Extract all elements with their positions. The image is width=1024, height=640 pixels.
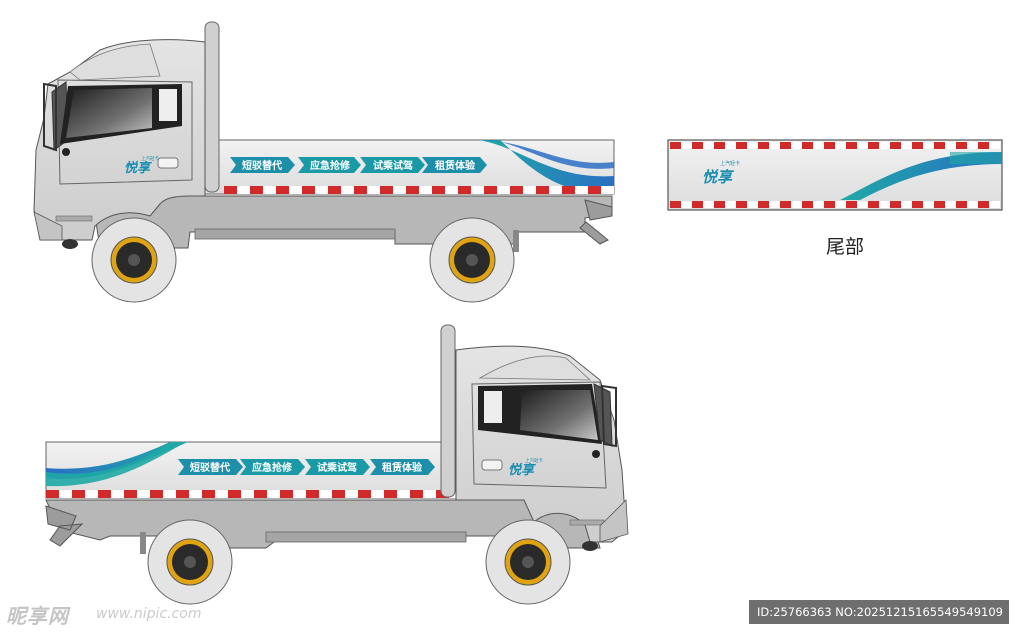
front-wheel [91, 217, 177, 303]
slogan-tag [178, 459, 243, 475]
slogan-tag [370, 459, 435, 475]
slogan-text: 短驳替代 [242, 159, 282, 172]
slogan-text: 租赁体验 [435, 159, 476, 172]
slogan-tag [305, 459, 370, 475]
front-wheel [485, 519, 571, 605]
side-skirt [265, 531, 467, 543]
cargo-wave [46, 442, 188, 480]
side-skirt [194, 228, 396, 240]
slogan-text: 短驳替代 [190, 461, 230, 474]
brand-small-text: 上汽轻卡 [141, 155, 159, 162]
cab-step [55, 215, 93, 222]
rear-wheel [429, 217, 515, 303]
cab-roof [478, 355, 592, 381]
front-bumper [33, 211, 63, 241]
door-handle [481, 459, 503, 471]
tow-hook [62, 239, 78, 249]
brand-small-text: 上汽轻卡 [525, 457, 543, 464]
exhaust-pipe [204, 21, 220, 193]
slogan-tag [422, 157, 487, 173]
image-id-label: ID:25766363 NO:20251215165549549109 [749, 600, 1009, 624]
slogan-text: 应急抢修 [310, 159, 351, 172]
slogan-text: 试乘试驾 [317, 461, 357, 474]
rear-window [157, 87, 179, 123]
tow-hook [582, 541, 598, 551]
mud-flap [513, 230, 519, 252]
reflective-stripe [46, 490, 458, 498]
brand-logo: 悦享 [702, 168, 735, 186]
slogan-tag [298, 157, 361, 173]
cab-window-glass [520, 390, 598, 440]
watermark-logo: 昵享网 [6, 604, 69, 628]
cargo-wave [478, 140, 614, 193]
door-handle [157, 157, 179, 169]
rear-frame [579, 199, 613, 245]
reflective-stripe [224, 186, 614, 194]
brand-logo: 悦享 [508, 462, 536, 478]
mirror-head [62, 148, 70, 156]
slogan-text: 应急抢修 [252, 461, 293, 474]
rear-panel: 悦享 上汽轻卡 [667, 139, 1003, 211]
slogan-text: 试乘试驾 [373, 159, 413, 172]
slogan-tags: 短驳替代 应急抢修 试乘试驾 租赁体验 [230, 157, 487, 173]
mud-flap [140, 532, 146, 554]
watermark-url: www.nipic.com [96, 606, 202, 622]
front-bumper [599, 499, 629, 543]
brand-logo: 悦享 [124, 160, 152, 176]
cab-roof [69, 43, 161, 81]
mirror [43, 82, 57, 152]
truck-side-view-left: 短驳替代 应急抢修 试乘试驾 租赁体验 悦享 上汽轻卡 [33, 21, 615, 303]
rear-frame [45, 505, 84, 547]
slogan-tag [230, 157, 295, 173]
slogan-text: 租赁体验 [382, 461, 423, 474]
reflective-stripe [670, 142, 1000, 149]
rear-window [482, 389, 504, 425]
mirror [600, 384, 617, 448]
rear-panel-caption: 尾部 [825, 236, 864, 258]
brand-small-text: 上汽轻卡 [720, 160, 740, 167]
slogan-tag [240, 459, 305, 475]
exhaust-pipe [440, 324, 456, 498]
slogan-tags: 短驳替代 应急抢修 试乘试驾 租赁体验 [178, 459, 435, 475]
mirror-head [592, 450, 600, 458]
reflective-stripe [670, 201, 1000, 208]
cab-window-glass [66, 88, 152, 138]
cab-step [569, 519, 605, 526]
cab-door [57, 79, 193, 185]
rear-wheel [147, 519, 233, 605]
slogan-tag [360, 157, 425, 173]
truck-side-view-right: 短驳替代 应急抢修 试乘试驾 租赁体验 悦享 上汽轻卡 [45, 324, 629, 605]
cab-door [471, 381, 607, 489]
